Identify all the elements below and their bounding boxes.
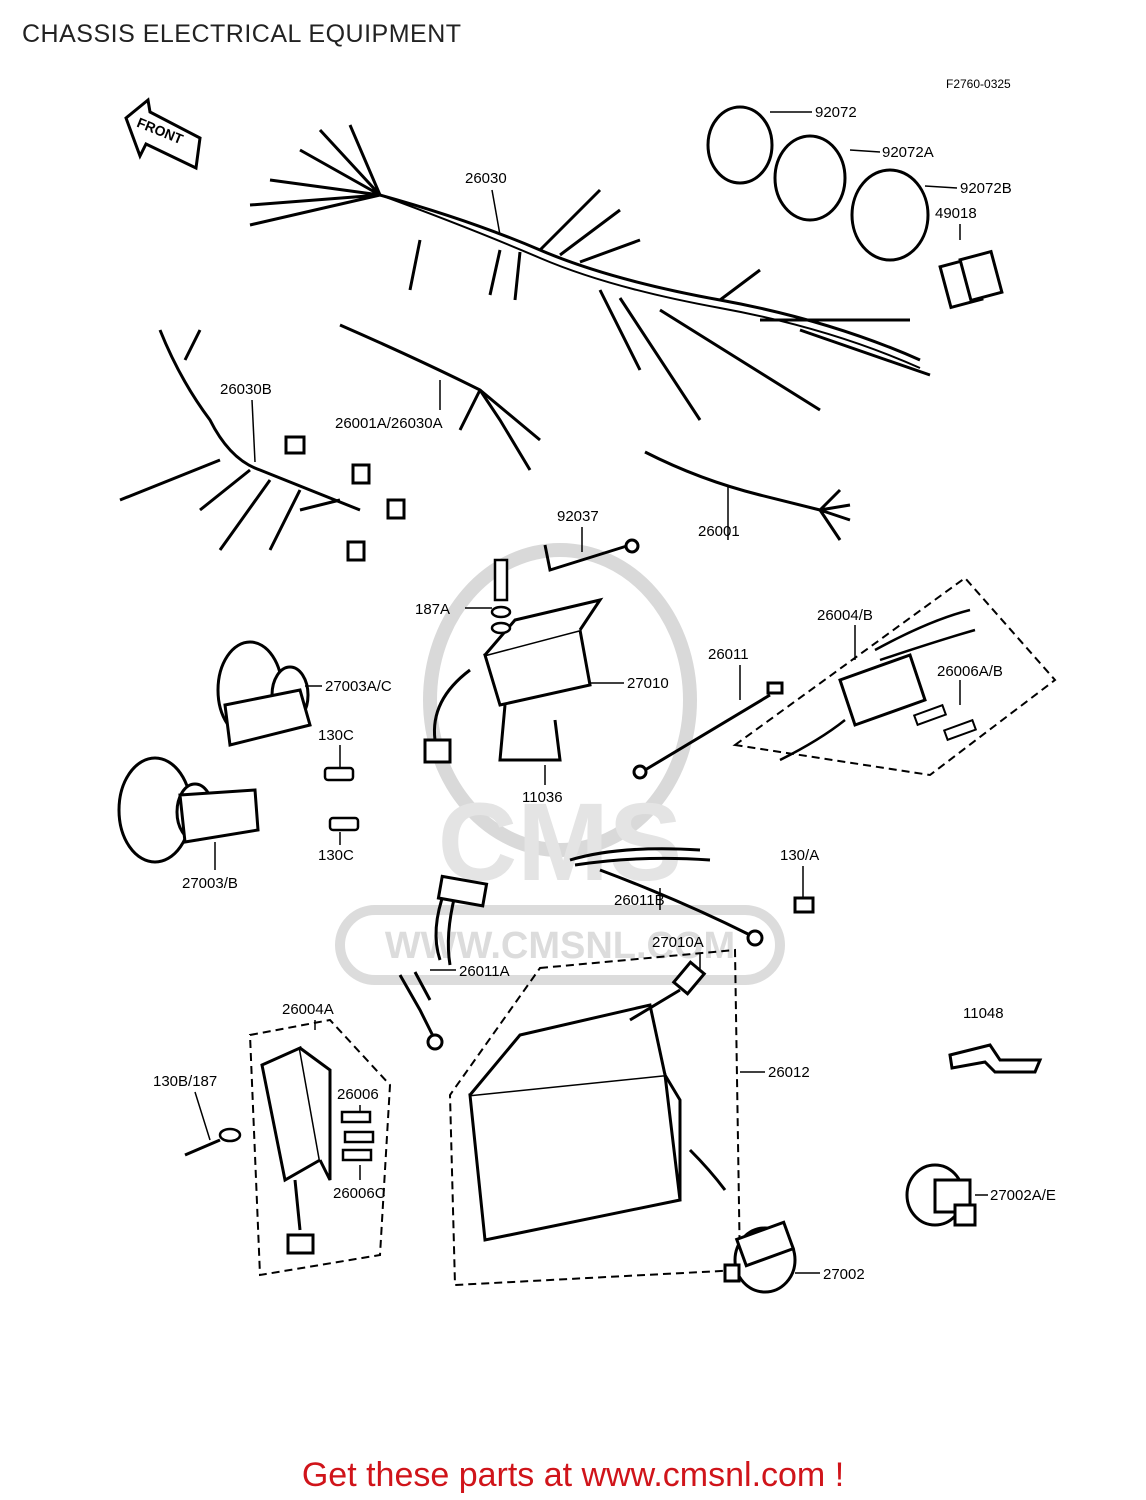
regulator-27010 [423,597,604,764]
horn-lower [117,756,260,864]
watermark-url: WWW.CMSNL.COM [385,925,735,967]
relay-27002 [723,1220,797,1294]
part-label-130b187: 130B/187 [153,1073,217,1090]
cable-26011a [398,874,489,1051]
relay-27002ab [905,1163,977,1227]
relay-49018 [938,249,1004,310]
harness-bands [706,105,930,262]
sub-harness-26001a [339,323,541,471]
part-label-92037: 92037 [557,508,599,525]
part-label-27002ab: 27002A/E [990,1187,1056,1204]
bolts-130c [323,766,360,832]
part-label-26011b: 26011B [614,892,665,909]
cable-26011b [569,847,815,947]
part-label-187a: 187A [415,601,450,618]
battery-group-26012 [448,948,742,1287]
horn-upper [216,640,312,747]
part-label-26011a: 26011A [459,963,510,980]
part-label-27003b: 27003/B [182,875,238,892]
part-label-26030b: 26030B [220,381,272,398]
part-label-92072a: 92072A [882,144,934,161]
figure-code: F2760-0325 [946,77,1011,91]
sub-harness-26030b [119,329,406,562]
harness-26001 [644,450,851,541]
footer-cta-link[interactable]: Get these parts at www.cmsnl.com ! [301,1456,845,1494]
cable-26011 [632,681,784,780]
front-arrow-icon: FRONT [124,97,202,171]
part-label-26006: 26006 [337,1086,379,1103]
part-label-26001: 26001 [698,523,740,540]
part-label-26004b: 26004/B [817,607,873,624]
part-label-26004a: 26004A [282,1001,334,1018]
bracket-92037 [543,538,640,572]
part-label-27002: 27002 [823,1266,865,1283]
part-label-130c-1: 130C [318,727,354,744]
part-label-26030: 26030 [465,170,507,187]
part-label-92072b: 92072B [960,180,1012,197]
part-label-92072: 92072 [815,104,857,121]
ignitor-26004b-group [732,576,1057,777]
part-label-27010a: 27010A [652,934,704,951]
main-harness-26030 [249,124,931,421]
part-label-26011: 26011 [708,646,749,663]
page-title: CHASSIS ELECTRICAL EQUIPMENT [22,20,462,48]
part-label-130a: 130/A [780,847,819,864]
leader-lines [194,111,988,1274]
bracket-11048 [948,1043,1043,1074]
bolt-187a [490,558,512,635]
part-label-27010: 27010 [627,675,669,692]
part-label-26006c: 26006C [333,1185,386,1202]
part-label-26001a: 26001A/26030A [335,415,443,432]
part-labels: 92072 92072A 92072B 49018 26030 26030B 2… [153,104,1056,1283]
part-label-26006ab: 26006A/B [937,663,1003,680]
ignitor-26004a-group [184,1018,392,1277]
part-label-11036: 11036 [522,789,563,806]
part-label-26012: 26012 [768,1064,810,1081]
part-label-27003ac: 27003A/C [325,678,392,695]
part-label-130c-2: 130C [318,847,354,864]
part-label-11048: 11048 [963,1005,1004,1022]
part-label-49018: 49018 [935,205,977,222]
